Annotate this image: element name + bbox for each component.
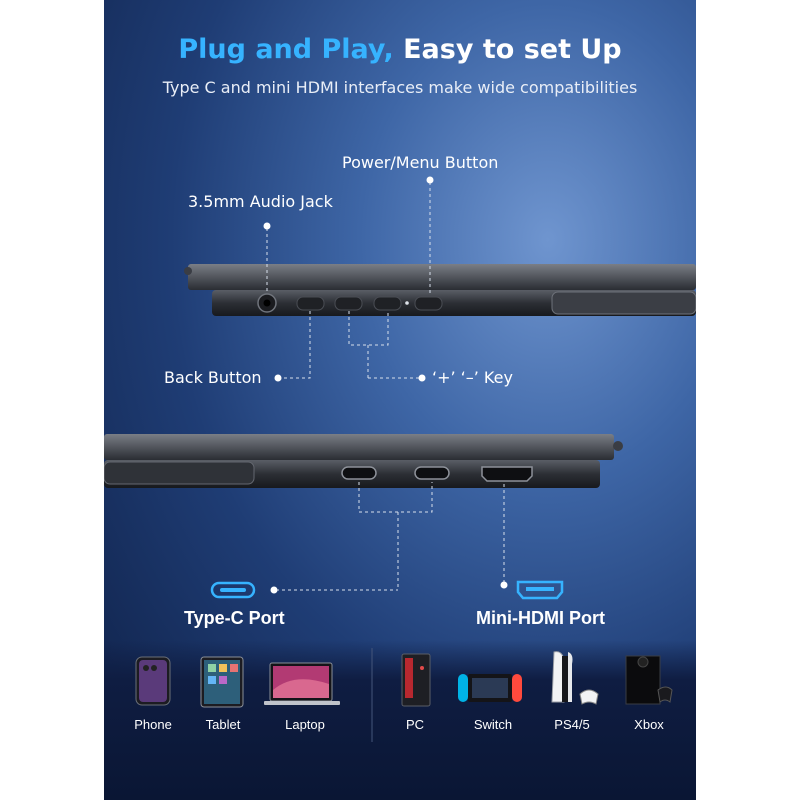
back-button-key [296, 296, 325, 311]
power-menu-marker [426, 176, 434, 184]
laptop-icon [264, 662, 340, 705]
audio-jack-label: 3.5mm Audio Jack [188, 192, 333, 211]
mini-hdmi-icon [516, 580, 564, 600]
type-c-marker [270, 586, 278, 594]
title-accent: Plug and Play, [178, 34, 394, 65]
pc-icon [401, 653, 431, 707]
type-c-port-label: Type-C Port [184, 608, 285, 628]
phone-icon [135, 656, 171, 706]
xbox-icon [625, 655, 673, 705]
back-button-marker [274, 374, 282, 382]
ps-icon [551, 651, 599, 705]
device-label-laptop: Laptop [285, 717, 325, 732]
product-banner: Plug and Play, Easy to set Up Type C and… [104, 0, 696, 800]
monitor-bottom-edge [104, 434, 623, 488]
audio-jack-marker [263, 222, 271, 230]
back-button-label: Back Button [164, 368, 262, 387]
mini-hdmi-port [481, 466, 533, 482]
minus-key [373, 296, 402, 311]
monitor-top-edge [184, 264, 696, 316]
device-label-tablet: Tablet [205, 717, 241, 732]
page-subtitle: Type C and mini HDMI interfaces make wid… [162, 78, 638, 97]
tablet-icon [200, 656, 244, 708]
callout-lines-upper [266, 182, 431, 379]
page-title: Plug and Play, Easy to set Up [104, 34, 696, 65]
title-rest: Easy to set Up [393, 34, 622, 65]
mini-hdmi-port-label: Mini-HDMI Port [476, 608, 605, 628]
device-label-phone: Phone [134, 717, 172, 732]
switch-icon [458, 674, 522, 702]
audio-jack-icon [257, 293, 277, 313]
power-menu-key [414, 296, 443, 311]
plus-key [334, 296, 363, 311]
plus-minus-marker [418, 374, 426, 382]
callout-lines-lower [276, 482, 505, 591]
indicator-led [405, 301, 409, 305]
product-illustration [104, 176, 696, 742]
plus-minus-label: ‘+’ ‘–’ Key [432, 368, 513, 387]
type-c-port-1 [341, 466, 377, 480]
type-c-port-2 [414, 466, 450, 480]
type-c-icon [210, 581, 256, 599]
device-label-xbox: Xbox [634, 717, 664, 732]
device-label-pc: PC [405, 717, 425, 732]
power-menu-label: Power/Menu Button [342, 153, 499, 172]
device-label-switch: Switch [473, 717, 513, 732]
mini-hdmi-marker [500, 581, 508, 589]
device-label-ps: PS4/5 [554, 717, 590, 732]
